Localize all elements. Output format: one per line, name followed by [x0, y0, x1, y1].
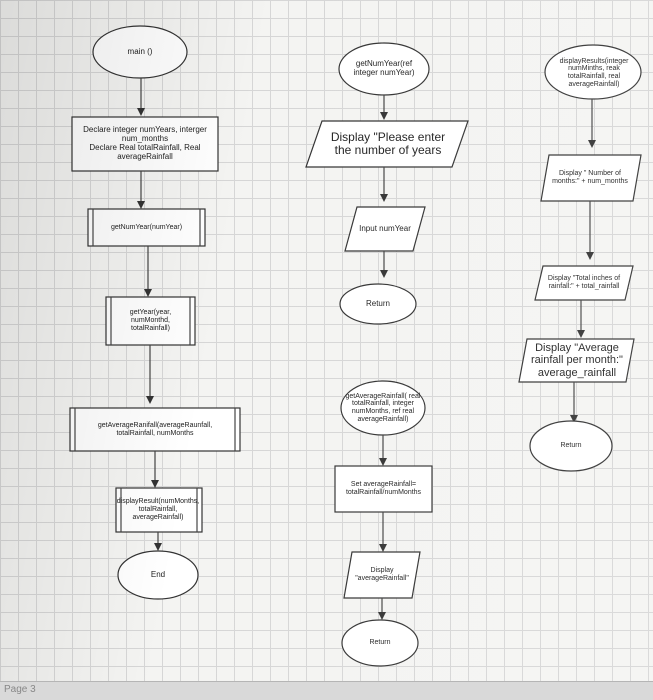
end-label: End — [150, 569, 166, 579]
display-months-io — [540, 154, 642, 202]
display-result-call-box — [115, 487, 203, 533]
display-prompt-io — [305, 120, 469, 168]
input-num-year-label: Input numYear — [359, 223, 411, 233]
arrowhead-c1-6 — [154, 543, 162, 551]
display-prompt-label: Display "Please enter the number of year… — [330, 129, 446, 157]
return-3-terminator — [529, 420, 613, 472]
main-label: main () — [127, 46, 153, 56]
arrowhead-c1-4 — [146, 396, 154, 404]
get-average-call-box — [69, 407, 241, 452]
get-num-year-def-label: getNumYear(ref integer numYear) — [353, 59, 415, 77]
display-months-label: Display " Number of months:" + num_month… — [552, 170, 628, 185]
get-num-year-call-label: getNumYear(numYear) — [110, 223, 183, 231]
page-footer-strip: Page 3 — [0, 681, 653, 700]
return-2-label: Return — [369, 639, 391, 647]
arrowhead-c2-6 — [378, 612, 386, 620]
set-average-process — [334, 465, 433, 513]
end-terminator — [117, 550, 199, 600]
return-1-label: Return — [365, 298, 390, 308]
display-average-io — [343, 551, 421, 599]
arrowhead-c3-3 — [577, 330, 585, 338]
get-year-call-box — [105, 296, 196, 346]
arrowhead-c2-4 — [379, 458, 387, 466]
input-num-year-io — [344, 206, 426, 252]
return-1-terminator — [339, 283, 417, 325]
arrowhead-c1-5 — [151, 480, 159, 488]
arrowhead-c3-2 — [586, 252, 594, 260]
arrowhead-c3-4 — [570, 415, 578, 423]
arrowhead-c2-3 — [380, 270, 388, 278]
arrowhead-c3-1 — [588, 140, 596, 148]
arrowhead-c2-2 — [380, 194, 388, 202]
display-avg-per-month-label: Display "Average rainfall per month:" av… — [531, 342, 623, 379]
set-average-label: Set averageRainfall= totalRainfall/numMo… — [345, 481, 422, 496]
display-result-call-label: displayResult(numMonths, totalRainfall, … — [116, 498, 200, 521]
display-results-def-terminator — [544, 44, 642, 100]
arrowhead-c2-5 — [379, 544, 387, 552]
arrowhead-c2-1 — [380, 112, 388, 120]
declare-process — [71, 116, 219, 172]
get-average-call-label: getAverageRanifall(averageRaunfall, tota… — [97, 421, 213, 437]
arrowhead-c1-3 — [144, 289, 152, 297]
declare-label: Declare integer numYears, interger num_m… — [83, 125, 207, 161]
display-avg-per-month-io — [518, 338, 635, 383]
display-results-def-label: displayResults(integer numMinths, reak t… — [559, 57, 629, 88]
get-num-year-call-box — [87, 208, 206, 247]
display-total-label: Display "Total inches of rainfall:" + to… — [547, 275, 621, 290]
display-average-label: Display "averageRainfall" — [355, 567, 409, 582]
display-total-io — [534, 265, 634, 301]
get-year-call-label: getYear(year, numMonthd, totalRainfall) — [129, 309, 172, 332]
main-terminator — [92, 25, 188, 79]
return-3-label: Return — [560, 442, 582, 450]
get-average-def-label: getAverageRainfall( real totalRainfall, … — [345, 392, 421, 423]
arrowhead-c1-1 — [137, 108, 145, 116]
return-2-terminator — [341, 619, 419, 667]
page-label: Page 3 — [4, 684, 36, 695]
arrowhead-c1-2 — [137, 201, 145, 209]
